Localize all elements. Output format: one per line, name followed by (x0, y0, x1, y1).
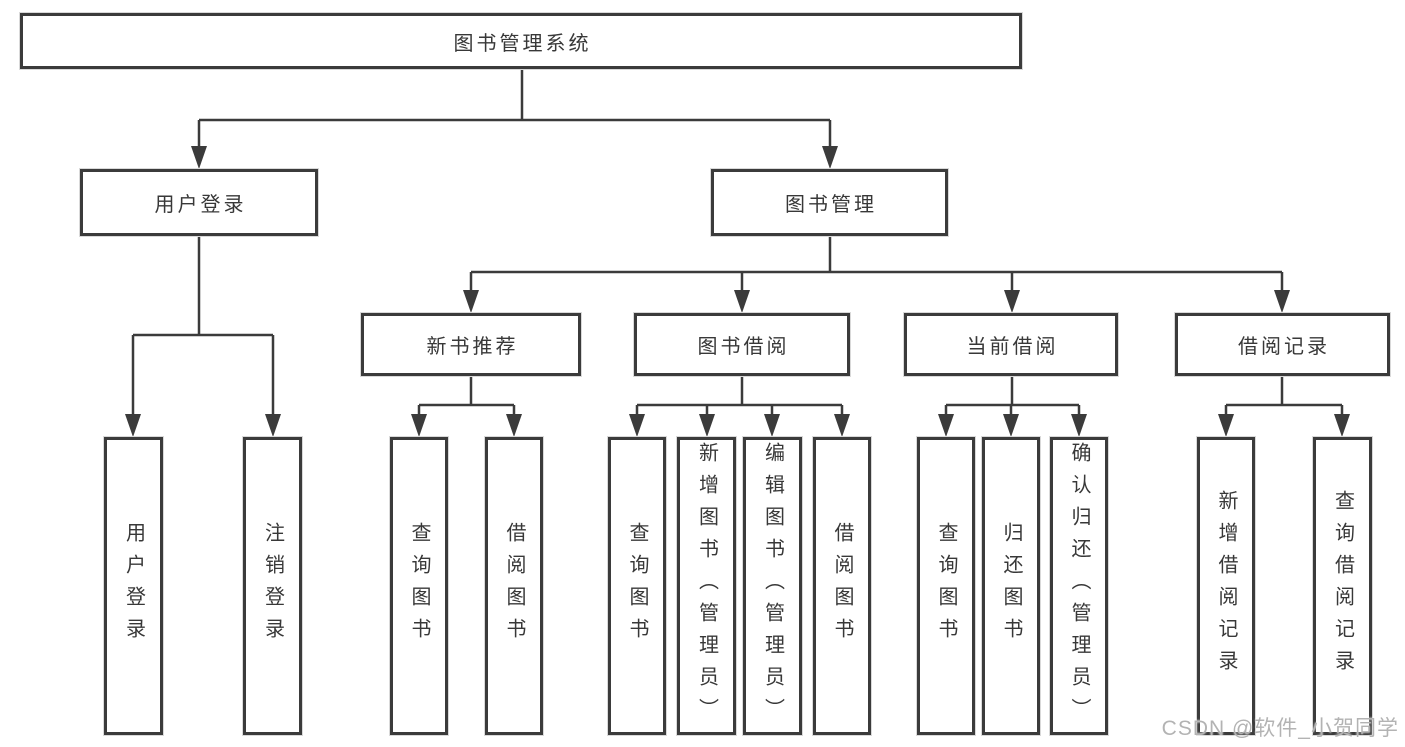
leaf-query-books-2: 查询图书 (608, 437, 666, 735)
edges-root-to-level2 (191, 69, 838, 169)
leaf-edit-books-admin-label: 编辑图书（管理员） (761, 442, 784, 730)
leaf-add-books-admin-label: 新增图书（管理员） (695, 442, 718, 730)
edges-book-management-to-level3 (463, 236, 1290, 313)
leaf-query-books-3: 查询图书 (917, 437, 975, 735)
leaf-query-books-3-label: 查询图书 (935, 522, 957, 650)
node-user-login: 用户登录 (80, 169, 318, 236)
edges-book-borrowing-to-leaves (629, 376, 850, 437)
leaf-add-borrow-record: 新增借阅记录 (1197, 437, 1255, 735)
leaf-query-books-1: 查询图书 (390, 437, 448, 735)
node-current-borrowing: 当前借阅 (904, 313, 1118, 376)
leaf-return-books-label: 归还图书 (1000, 522, 1022, 650)
edges-user-login-to-leaves (125, 236, 281, 437)
node-book-borrowing-label: 图书借阅 (697, 336, 790, 358)
node-new-book-recommend: 新书推荐 (361, 313, 581, 376)
leaf-query-borrow-record: 查询借阅记录 (1313, 437, 1372, 735)
leaf-logout-label: 注销登录 (261, 522, 284, 650)
leaf-edit-books-admin: 编辑图书（管理员） (743, 437, 802, 735)
node-new-book-recommend-label: 新书推荐 (426, 336, 519, 358)
leaf-confirm-return-admin: 确认归还（管理员） (1050, 437, 1108, 735)
edges-borrowing-records-to-leaves (1218, 376, 1350, 437)
leaf-borrow-books-1-label: 借阅图书 (503, 522, 525, 650)
node-book-management: 图书管理 (711, 169, 948, 236)
leaf-borrow-books-2-label: 借阅图书 (831, 522, 853, 650)
leaf-confirm-return-admin-label: 确认归还（管理员） (1068, 442, 1090, 730)
leaf-borrow-books-1: 借阅图书 (485, 437, 543, 735)
node-current-borrowing-label: 当前借阅 (966, 336, 1059, 358)
leaf-user-login: 用户登录 (104, 437, 163, 735)
leaf-borrow-books-2: 借阅图书 (813, 437, 871, 735)
node-book-management-label: 图书管理 (785, 194, 877, 216)
leaf-add-borrow-record-label: 新增借阅记录 (1215, 490, 1237, 682)
node-user-login-label: 用户登录 (154, 194, 247, 216)
leaf-add-books-admin: 新增图书（管理员） (677, 437, 736, 735)
leaf-return-books: 归还图书 (982, 437, 1040, 735)
node-borrowing-records: 借阅记录 (1175, 313, 1390, 376)
leaf-user-login-label: 用户登录 (122, 522, 145, 650)
node-root-label: 图书管理系统 (453, 32, 592, 55)
node-book-borrowing: 图书借阅 (634, 313, 850, 376)
leaf-logout: 注销登录 (243, 437, 302, 735)
edges-new-book-recommend-to-leaves (411, 376, 522, 437)
edges-current-borrowing-to-leaves (938, 376, 1087, 437)
leaf-query-books-2-label: 查询图书 (626, 522, 648, 650)
watermark: CSDN @软件_小贺同学 (1161, 717, 1399, 740)
node-root: 图书管理系统 (20, 13, 1022, 69)
node-borrowing-records-label: 借阅记录 (1238, 336, 1330, 358)
leaf-query-books-1-label: 查询图书 (408, 522, 430, 650)
leaf-query-borrow-record-label: 查询借阅记录 (1331, 490, 1354, 682)
